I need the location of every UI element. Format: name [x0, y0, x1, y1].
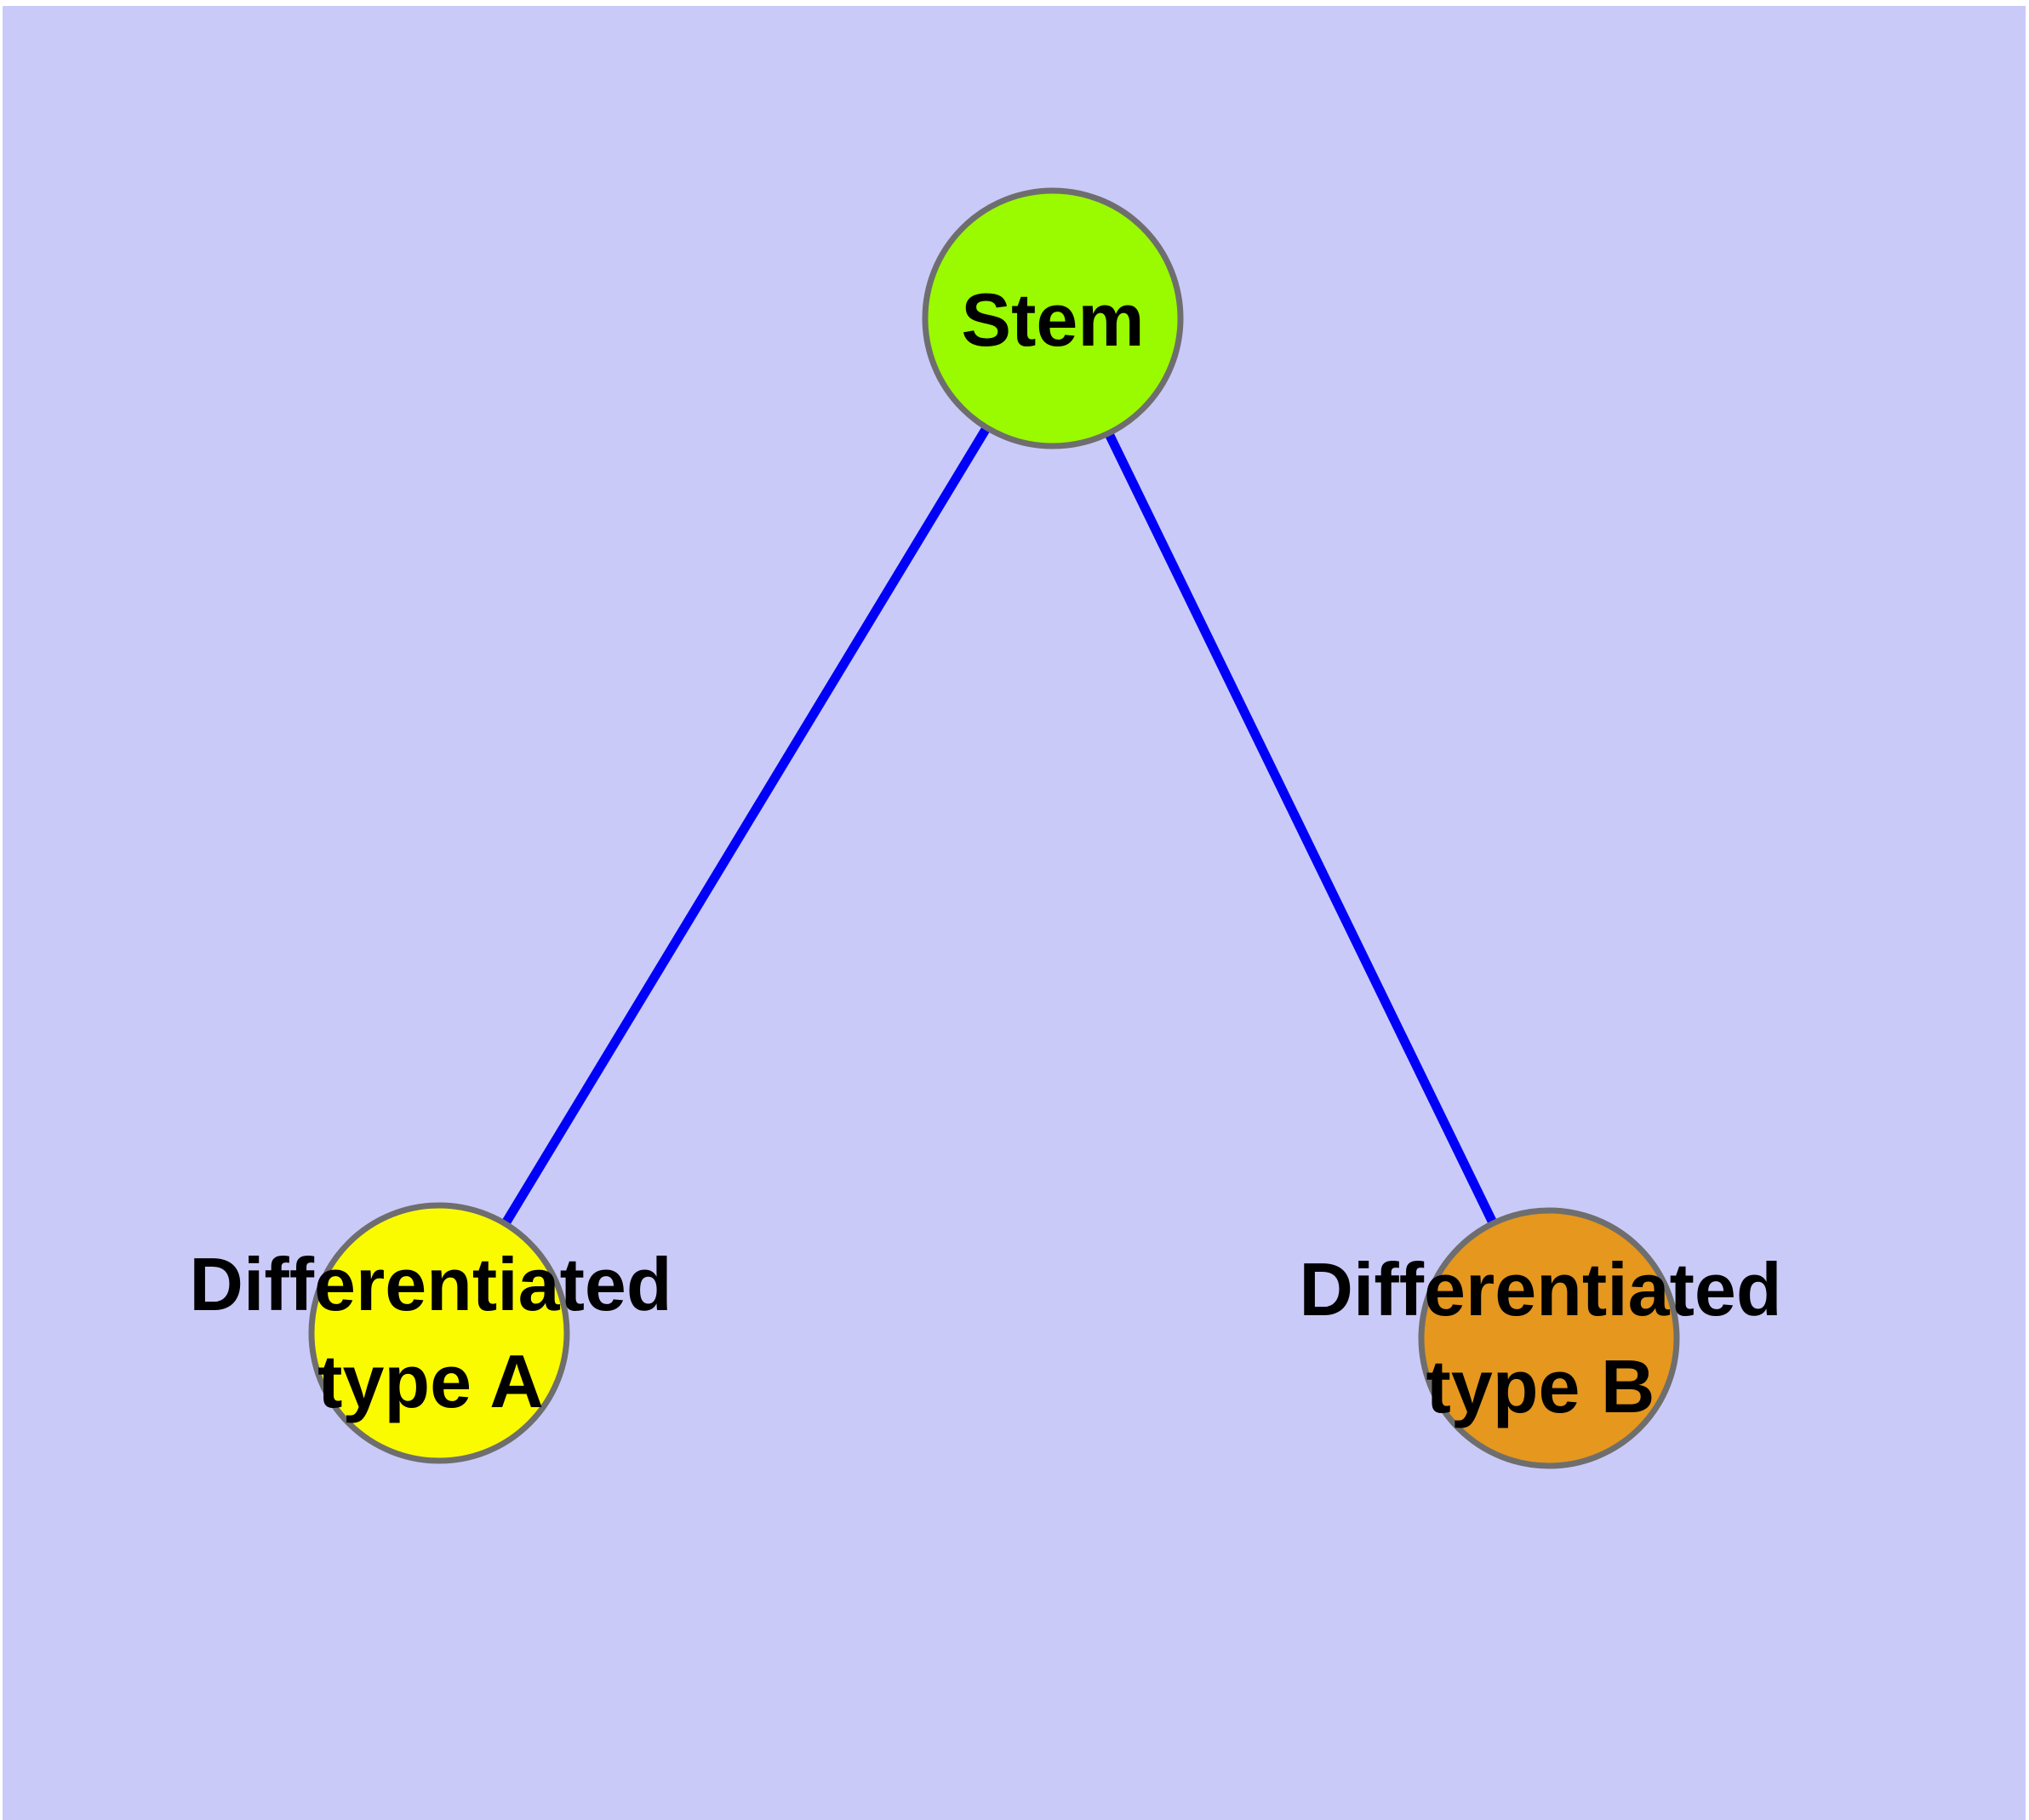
node-type-b-label-line-2: type B	[1426, 1344, 1655, 1428]
edge-stem-to-type-b[interactable]	[1049, 316, 1553, 1341]
edge-stem-to-type-a[interactable]	[435, 316, 1057, 1336]
node-type-b-label: Differentiated type B	[1299, 1241, 1781, 1435]
node-stem-circle[interactable]	[922, 187, 1184, 449]
node-type-b-circle[interactable]	[1418, 1207, 1680, 1469]
node-stem-label-line: Stem	[961, 278, 1145, 362]
node-type-a-label: Differentiated type A	[189, 1236, 672, 1430]
node-type-a-label-line-1: Differentiated	[189, 1242, 672, 1326]
node-stem-label: Stem	[961, 272, 1144, 369]
node-type-a-label-line-2: type A	[317, 1339, 544, 1423]
node-type-b-label-line-1: Differentiated	[1299, 1247, 1782, 1331]
node-type-a-circle[interactable]	[308, 1202, 570, 1464]
